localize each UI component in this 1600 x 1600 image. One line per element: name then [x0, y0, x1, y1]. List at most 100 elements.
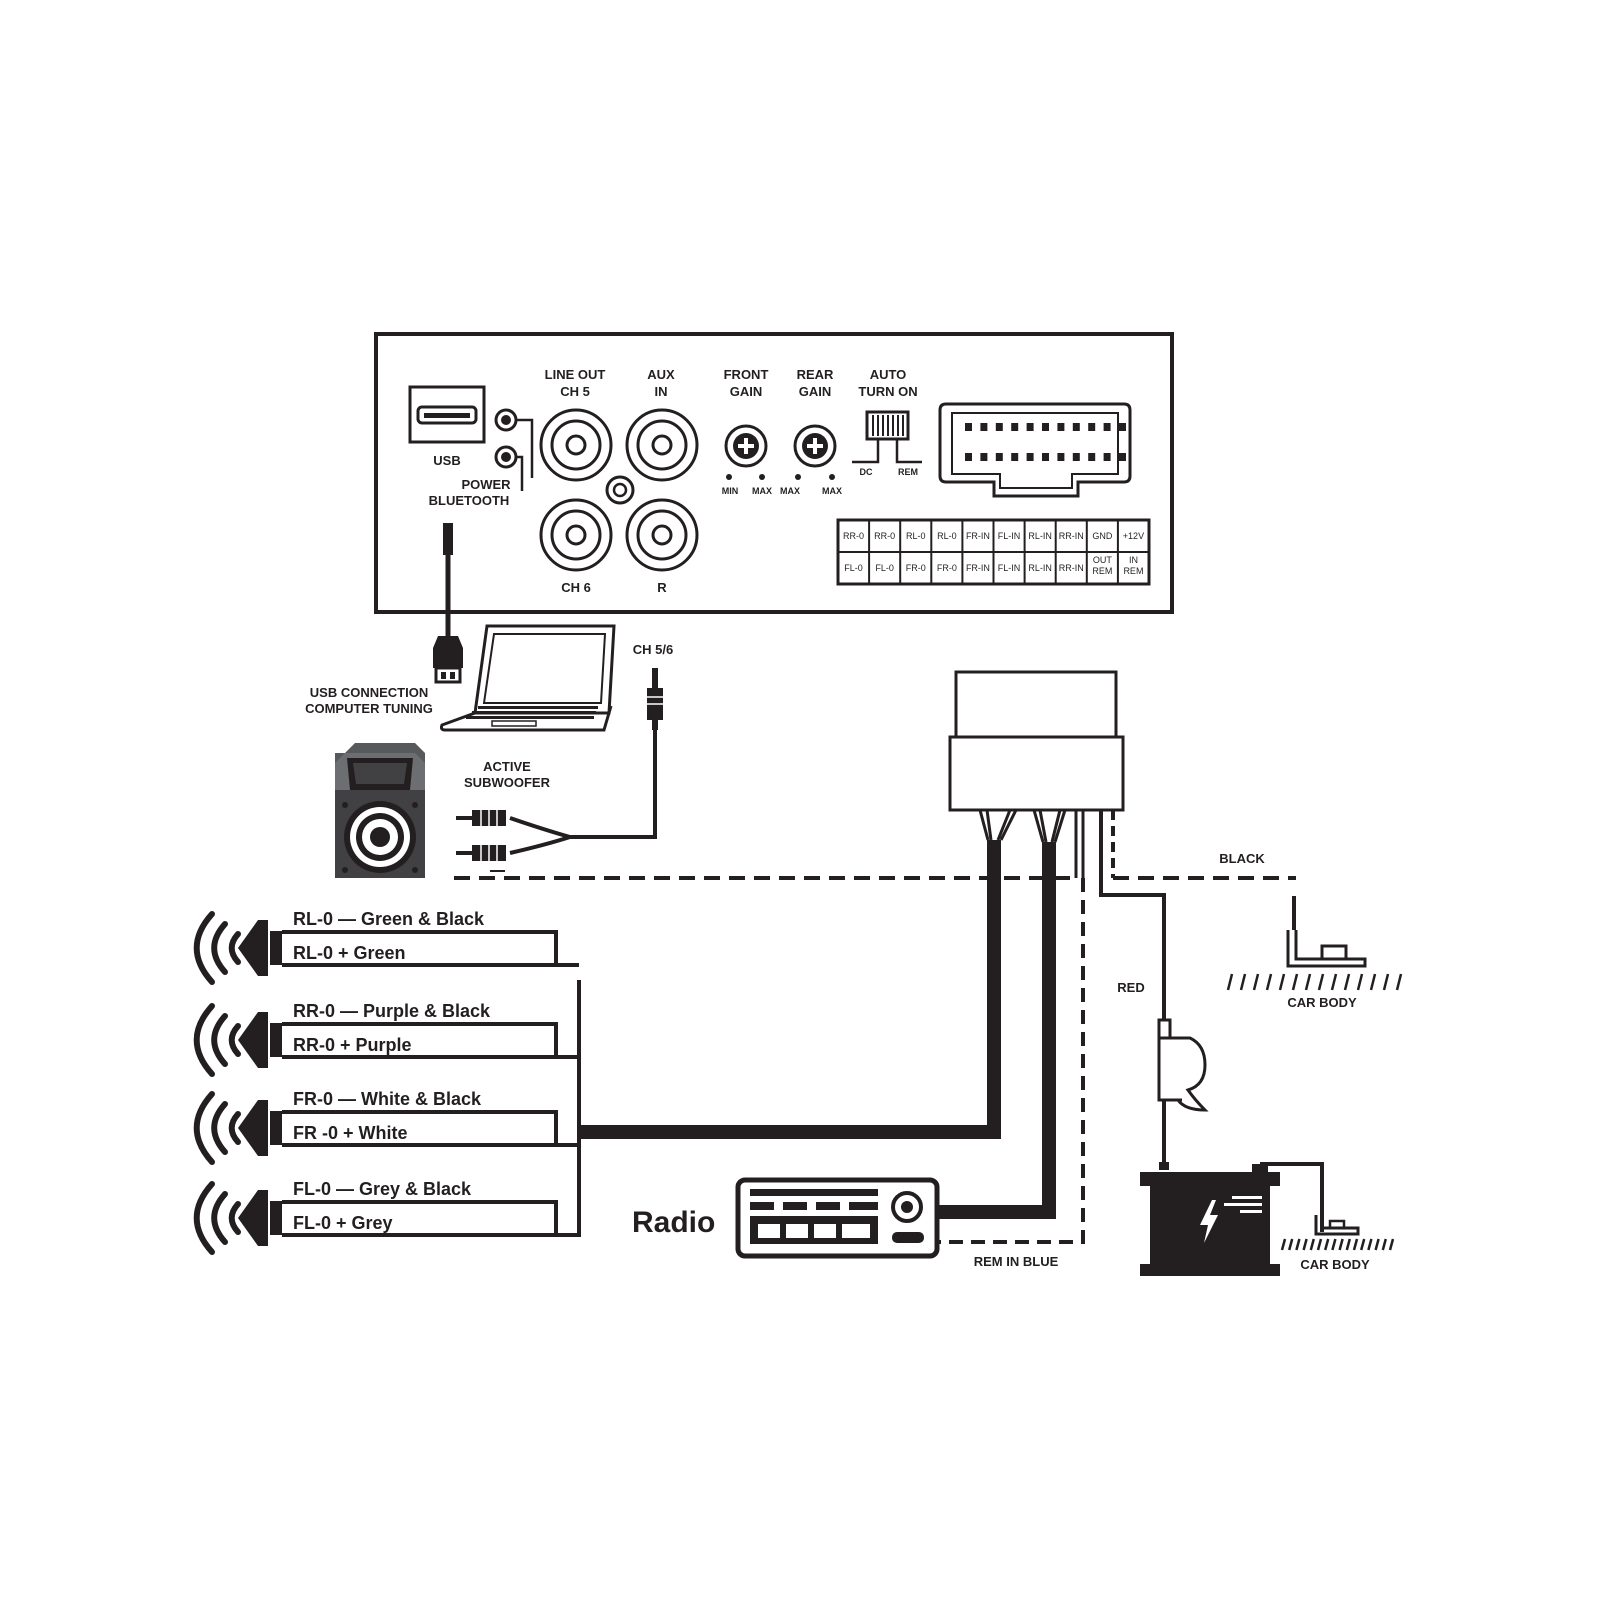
pin-label-top: RL-0	[906, 531, 926, 541]
harness-plug	[948, 670, 1125, 843]
aux-in-label: IN	[655, 384, 668, 399]
radio-label: Radio	[632, 1206, 715, 1239]
pin-label-bottom: FR-IN	[966, 563, 990, 573]
subwoofer-rca-plug-top	[456, 810, 506, 826]
ground-symbol-bottom	[1280, 1215, 1395, 1251]
subwoofer-icon	[335, 743, 425, 878]
power-led	[494, 408, 534, 478]
dc-label: DC	[860, 467, 873, 477]
speaker-neg-label: FL-0 — Grey & Black	[293, 1179, 472, 1199]
rear-gain-label-2: GAIN	[799, 384, 832, 399]
pin-label-bottom: IN	[1129, 555, 1138, 565]
front-gain-knob[interactable]	[724, 424, 768, 468]
ch56-rca-plug	[647, 668, 663, 730]
subwoofer-label: SUBWOOFER	[464, 775, 551, 790]
pin-label-bottom: FL-0	[875, 563, 894, 573]
speaker-icon	[193, 1091, 282, 1165]
front-gain-label: FRONT	[724, 367, 769, 382]
pin-label-top: RL-IN	[1028, 531, 1052, 541]
pin-label-bottom: RL-IN	[1028, 563, 1052, 573]
auto-turn-on-switch[interactable]	[852, 410, 922, 464]
computer-tuning-label: COMPUTER TUNING	[305, 701, 433, 716]
rca-jack-ch6	[539, 498, 613, 572]
pin-label-bottom: FR-0	[937, 563, 957, 573]
usb-label: USB	[433, 453, 460, 468]
small-jack	[605, 475, 635, 505]
car-body-label-top: CAR BODY	[1287, 995, 1357, 1010]
bluetooth-led	[494, 445, 524, 491]
aux-label: AUX	[647, 367, 675, 382]
pin-label-bottom: RR-IN	[1059, 563, 1084, 573]
pin-label-bottom: REM	[1092, 566, 1112, 576]
rca-jack-aux-r	[625, 498, 699, 572]
speaker-icon	[193, 1181, 282, 1255]
rem-in-wire	[937, 878, 1085, 1244]
rca-jack-aux-l	[625, 408, 699, 482]
pin-label-top: RL-0	[937, 531, 957, 541]
pin-label-bottom: FR-0	[906, 563, 926, 573]
line-out-label: LINE OUT	[545, 367, 606, 382]
red-label: RED	[1117, 980, 1144, 995]
pin-label-top: FL-IN	[998, 531, 1021, 541]
ch56-cable	[570, 730, 657, 839]
speaker-trunk-cable	[579, 840, 1001, 1139]
turn-on-label: TURN ON	[858, 384, 917, 399]
speaker-icon	[193, 1003, 282, 1077]
pin-label-bottom: FL-0	[844, 563, 863, 573]
pin-label-top: +12V	[1123, 531, 1144, 541]
front-min-label: MIN	[722, 486, 739, 496]
pin-label-bottom: REM	[1123, 566, 1143, 576]
speaker-pos-label: RR-0 + Purple	[293, 1035, 412, 1055]
speaker-pos-label: FL-0 + Grey	[293, 1213, 393, 1233]
radio-head-unit-icon	[735, 1177, 940, 1259]
bluetooth-label: BLUETOOTH	[429, 493, 510, 508]
line-out-ch5-label: CH 5	[560, 384, 590, 399]
battery-icon	[1140, 1162, 1324, 1276]
rem-in-blue-label: REM IN BLUE	[974, 1254, 1059, 1269]
speaker-icon	[193, 911, 282, 985]
r-label: R	[657, 580, 667, 595]
front-gain-label-2: GAIN	[730, 384, 763, 399]
rear-max-label-1: MAX	[780, 486, 800, 496]
pin-label-top: RR-0	[874, 531, 895, 541]
main-harness-socket	[938, 402, 1132, 498]
subwoofer-rca-plug-bottom	[456, 845, 506, 872]
pin-label-bottom: OUT	[1093, 555, 1113, 565]
rear-gain-label: REAR	[797, 367, 834, 382]
usb-port	[408, 385, 486, 444]
fuse-icon	[1157, 1018, 1209, 1170]
pin-label-top: RR-0	[843, 531, 864, 541]
pin-label-top: FR-IN	[966, 531, 990, 541]
black-label: BLACK	[1219, 851, 1265, 866]
speaker-neg-label: RL-0 — Green & Black	[293, 909, 485, 929]
car-body-label-bottom: CAR BODY	[1300, 1257, 1370, 1272]
amplifier-panel: USB POWER BLUETOOTH LINE OUT CH 5 AUX IN	[374, 332, 1174, 614]
ch56-label: CH 5/6	[633, 642, 673, 657]
pin-label-top: GND	[1092, 531, 1113, 541]
ground-symbol-top	[1226, 896, 1403, 991]
ch6-label: CH 6	[561, 580, 591, 595]
usb-cable	[433, 523, 463, 684]
red-wire	[1099, 810, 1166, 1020]
rear-max-label-2: MAX	[822, 486, 842, 496]
speaker-neg-label: RR-0 — Purple & Black	[293, 1001, 491, 1021]
rca-jack-ch5	[539, 408, 613, 482]
usb-connection-label: USB CONNECTION	[310, 685, 428, 700]
auto-label: AUTO	[870, 367, 907, 382]
speaker-pos-label: RL-0 + Green	[293, 943, 406, 963]
pin-label-bottom: FL-IN	[998, 563, 1021, 573]
power-label: POWER	[461, 477, 511, 492]
rear-gain-knob[interactable]	[793, 424, 837, 468]
rem-label: REM	[898, 467, 918, 477]
radio-trunk-cable	[937, 842, 1056, 1219]
active-label: ACTIVE	[483, 759, 531, 774]
speaker-pos-label: FR -0 + White	[293, 1123, 408, 1143]
pin-label-top: RR-IN	[1059, 531, 1084, 541]
